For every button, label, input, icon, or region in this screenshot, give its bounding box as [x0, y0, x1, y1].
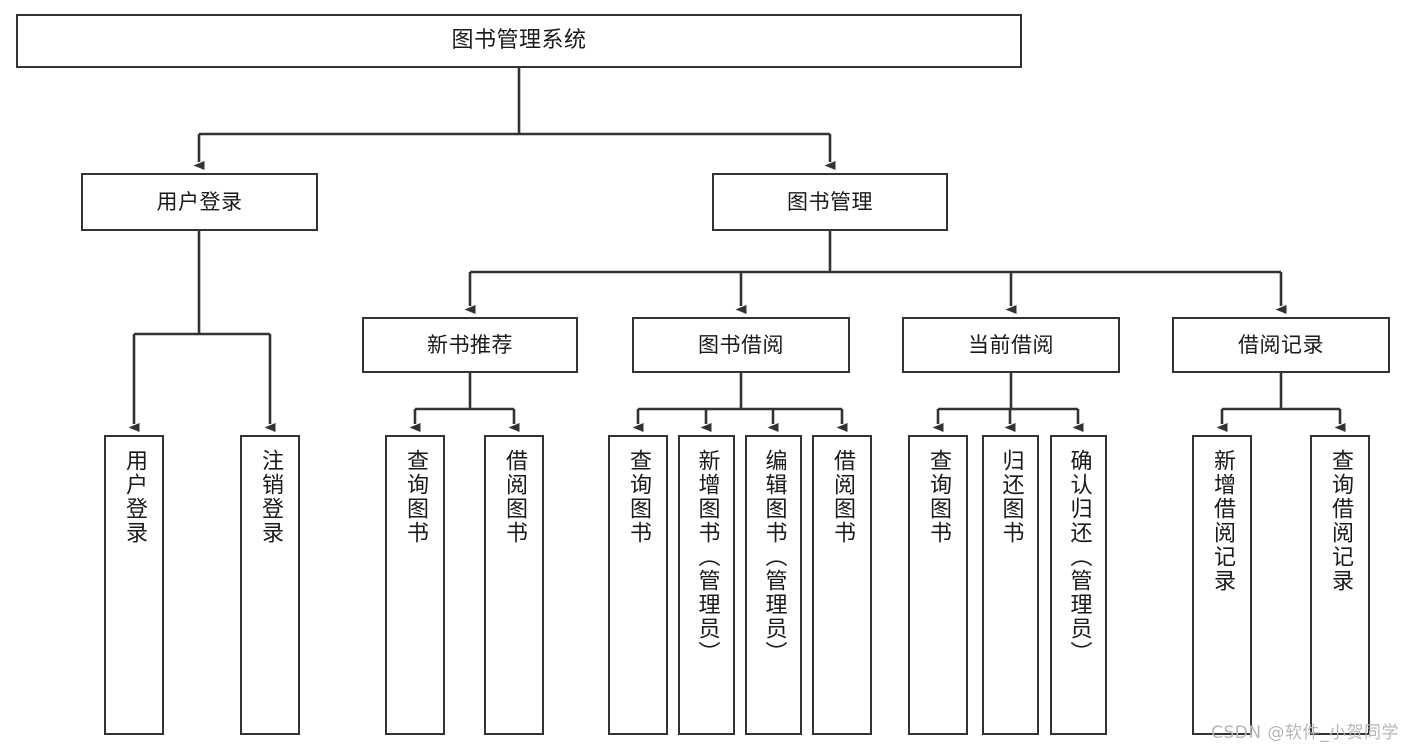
node-label: 确认归还（管理员）	[1066, 449, 1092, 665]
node-label: 编辑图书（管理员）	[761, 449, 787, 665]
leaf-query-borrow-record[interactable]: 查询借阅记录	[1310, 435, 1370, 735]
leaf-confirm-return-admin[interactable]: 确认归还（管理员）	[1050, 435, 1107, 735]
leaf-add-borrow-record[interactable]: 新增借阅记录	[1192, 435, 1252, 735]
leaf-user-login[interactable]: 用户登录	[104, 435, 164, 735]
node-new-book-recommend[interactable]: 新书推荐	[362, 317, 578, 373]
node-label: 新书推荐	[427, 332, 513, 357]
node-label: 图书管理	[787, 189, 873, 214]
node-label: 用户登录	[122, 449, 147, 545]
node-label: 图书借阅	[698, 332, 784, 357]
leaf-query-book-current[interactable]: 查询图书	[908, 435, 968, 735]
leaf-edit-book-admin[interactable]: 编辑图书（管理员）	[745, 435, 802, 735]
node-label: 当前借阅	[968, 332, 1054, 357]
node-borrow-record[interactable]: 借阅记录	[1172, 317, 1390, 373]
node-user-login[interactable]: 用户登录	[81, 173, 318, 231]
node-book-borrow[interactable]: 图书借阅	[632, 317, 850, 373]
node-label: 借阅图书	[502, 449, 527, 545]
leaf-borrow-book[interactable]: 借阅图书	[812, 435, 872, 735]
leaf-query-book-recommend[interactable]: 查询图书	[385, 435, 445, 735]
leaf-query-book-borrow[interactable]: 查询图书	[608, 435, 668, 735]
node-label: 归还图书	[998, 449, 1024, 545]
watermark-text: CSDN @软件_小贺同学	[1211, 723, 1399, 743]
node-label: 注销登录	[258, 449, 283, 545]
leaf-logout[interactable]: 注销登录	[240, 435, 300, 735]
leaf-return-book[interactable]: 归还图书	[982, 435, 1039, 735]
node-label: 查询图书	[626, 449, 651, 545]
node-label: 新增借阅记录	[1210, 449, 1235, 593]
node-label: 借阅记录	[1238, 332, 1324, 357]
node-label: 用户登录	[156, 189, 243, 214]
node-current-borrow[interactable]: 当前借阅	[902, 317, 1120, 373]
node-label: 查询图书	[926, 449, 951, 545]
leaf-add-book-admin[interactable]: 新增图书（管理员）	[678, 435, 735, 735]
node-label: 图书管理系统	[451, 28, 587, 54]
node-book-management[interactable]: 图书管理	[712, 173, 948, 231]
leaf-borrow-book-recommend[interactable]: 借阅图书	[484, 435, 544, 735]
node-label: 新增图书（管理员）	[694, 449, 720, 665]
node-root-system[interactable]: 图书管理系统	[16, 14, 1022, 68]
node-label: 查询图书	[403, 449, 428, 545]
node-label: 借阅图书	[830, 449, 855, 545]
node-label: 查询借阅记录	[1328, 449, 1353, 593]
